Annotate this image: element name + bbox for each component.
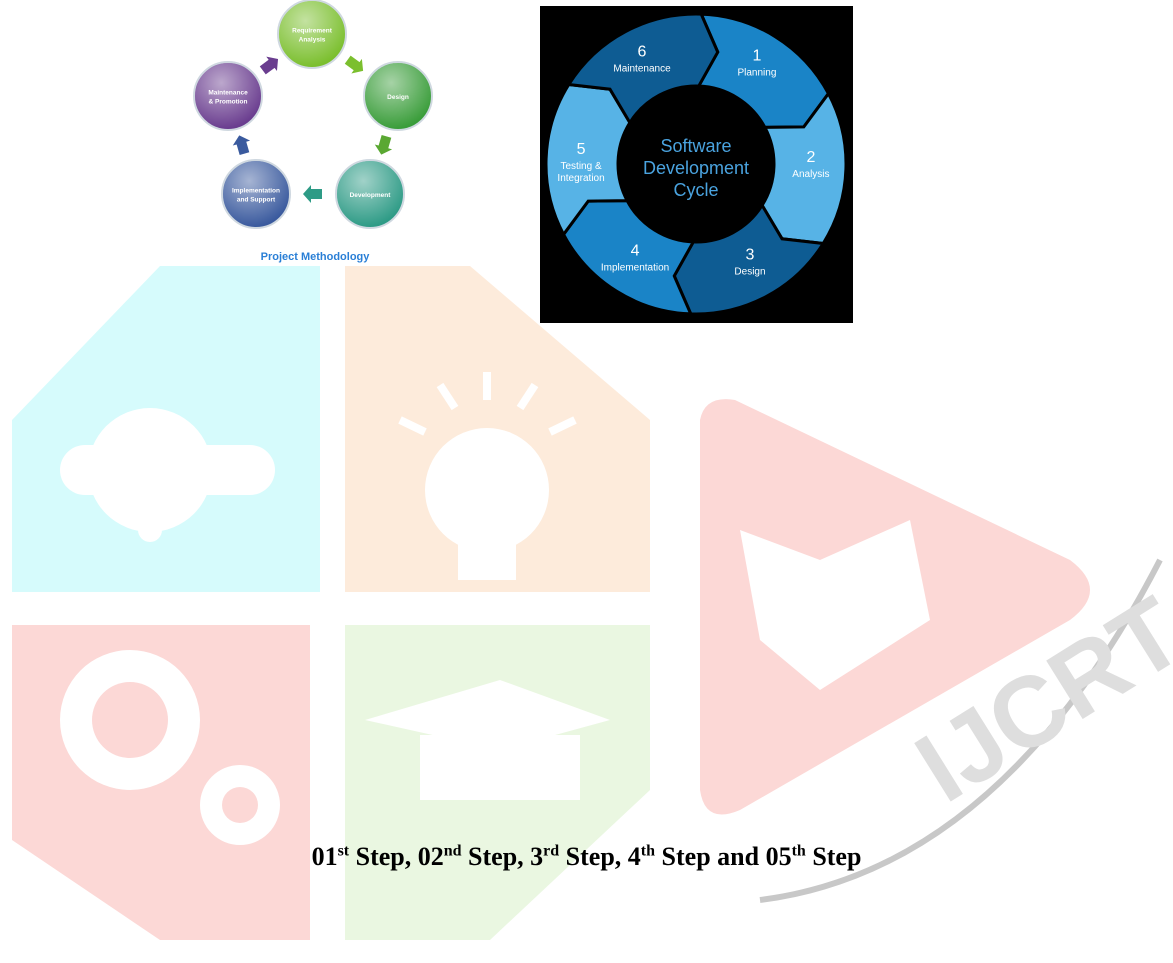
methodology-node-label: and Support xyxy=(237,197,276,204)
book-play-tile xyxy=(700,399,1090,815)
lightbulb-tile xyxy=(345,266,650,592)
cloud-tile xyxy=(12,266,320,592)
sdlc-step-label: Planning xyxy=(737,67,776,78)
methodology-node-label: Requirement xyxy=(292,28,333,35)
sdlc-step-number: 2 xyxy=(806,149,815,166)
flow-arrow xyxy=(259,56,279,75)
methodology-node-label: Design xyxy=(387,94,409,101)
sdlc-step-label: Implementation xyxy=(601,263,669,274)
sdlc-center-title: Software xyxy=(660,136,731,156)
sdlc-step-label: Design xyxy=(734,267,765,278)
flow-arrow xyxy=(374,134,393,155)
sdlc-step-number: 1 xyxy=(752,47,761,64)
step-ordinal-suffix: rd xyxy=(543,842,560,860)
step-text: Step, xyxy=(461,842,531,871)
methodology-node-label: Development xyxy=(350,192,392,199)
sdlc-step-label: Integration xyxy=(557,173,604,184)
sdlc-step-segment xyxy=(566,12,720,126)
methodology-node-label: Maintenance xyxy=(208,90,248,97)
sdlc-step-label: Analysis xyxy=(792,169,829,180)
step-ordinal-suffix: nd xyxy=(443,842,462,860)
flow-arrows xyxy=(232,55,393,203)
methodology-node: Design xyxy=(363,61,433,131)
methodology-node: Implementation and Support xyxy=(221,159,291,229)
graduation-cap-tile xyxy=(345,625,650,940)
step-number: 3 xyxy=(530,842,544,871)
step-ordinal-suffix: st xyxy=(337,842,350,860)
flow-arrow xyxy=(232,135,251,156)
step-text: Step, xyxy=(559,842,628,871)
step-text: Step and xyxy=(655,842,766,871)
sdlc-center-title: Development xyxy=(643,158,749,178)
steps-caption: 01st Step, 02nd Step, 3rd Step, 4th Step… xyxy=(0,842,1173,872)
methodology-node-label: & Promotion xyxy=(209,99,248,106)
sdlc-step-label: Testing & xyxy=(560,161,601,172)
sdlc-step-number: 5 xyxy=(577,141,586,158)
sdlc-step-label: Maintenance xyxy=(613,63,671,74)
gears-tile xyxy=(12,625,310,940)
step-number: 01 xyxy=(311,842,338,871)
step-number: 4 xyxy=(627,842,641,871)
step-ordinal-suffix: th xyxy=(791,842,806,860)
flow-arrow xyxy=(344,55,364,74)
flow-arrow xyxy=(303,185,322,203)
step-number: 05 xyxy=(765,842,792,871)
methodology-node: Maintenance & Promotion xyxy=(193,61,263,131)
sdlc-center-title: Cycle xyxy=(673,180,718,200)
methodology-node: Development xyxy=(335,159,405,229)
step-text: Step xyxy=(805,842,862,871)
sdlc-step-number: 3 xyxy=(746,247,755,264)
step-ordinal-suffix: th xyxy=(640,842,656,860)
sdlc-step-number: 6 xyxy=(638,43,647,60)
sdlc-step-number: 4 xyxy=(631,243,640,260)
step-text: Step, xyxy=(349,842,418,871)
step-number: 02 xyxy=(417,842,444,871)
methodology-node-label: Analysis xyxy=(299,37,326,44)
methodology-title: Project Methodology xyxy=(261,251,371,263)
methodology-node-label: Implementation xyxy=(232,188,280,195)
sdlc-center-disc xyxy=(619,87,773,241)
